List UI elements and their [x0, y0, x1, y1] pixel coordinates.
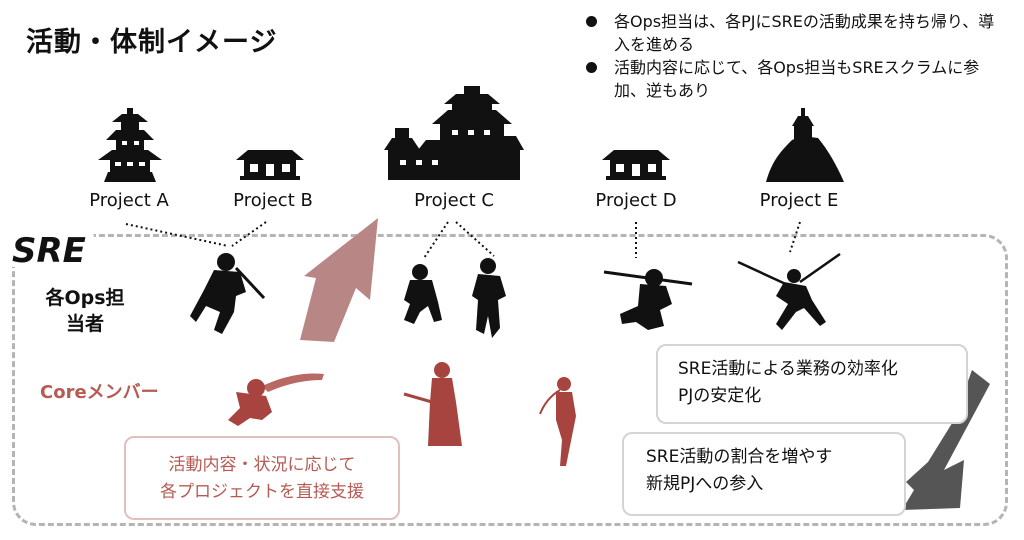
connector-line	[455, 221, 495, 257]
bullet-dot-icon	[586, 16, 597, 27]
ninja-icon	[190, 253, 266, 334]
core-ninjas	[228, 362, 576, 466]
ops-member-label: 各Ops担当者	[45, 287, 125, 335]
project-a-label: Project A	[89, 190, 169, 211]
project-e-label: Project E	[759, 190, 839, 211]
ninja-icon	[603, 269, 693, 330]
efficiency-box: SRE活動による業務の効率化 PJの安定化	[656, 344, 968, 424]
connector-line	[125, 223, 229, 247]
sre-logo-text: SRE	[12, 231, 86, 271]
sre-logo: SRE	[8, 225, 98, 275]
ninja-icon	[539, 377, 576, 466]
ninja-icon	[404, 264, 442, 324]
ninja-icon	[737, 252, 841, 330]
castle-icon	[384, 86, 524, 180]
sre-logo-mark: SRE	[8, 231, 94, 271]
note-item: 活動内容に応じて、各Ops担当もSREスクラムに参加、逆もあり	[584, 56, 1004, 102]
sre-ratio-box: SRE活動の割合を増やす 新規PJへの参入	[622, 432, 906, 516]
project-c-label: Project C	[414, 190, 494, 211]
page-title: 活動・体制イメージ	[26, 27, 278, 58]
note-item: 各Ops担当は、各PJにSREの活動成果を持ち帰り、導入を進める	[584, 10, 1004, 56]
arrow-down-icon	[902, 370, 990, 510]
ninja-icon	[228, 373, 324, 426]
arrow-up-icon	[300, 218, 378, 342]
bullet-dot-icon	[586, 62, 597, 73]
connector-lines	[125, 221, 801, 259]
project-b-label: Project B	[233, 190, 313, 211]
ops-ninjas	[190, 252, 841, 338]
gate-icon	[236, 150, 304, 180]
core-member-label: Coreメンバー	[40, 382, 159, 403]
gate-icon	[602, 150, 670, 180]
ninja-icon	[472, 258, 506, 338]
sre-frame	[12, 234, 1008, 526]
connector-line	[423, 221, 449, 259]
connector-line	[231, 221, 267, 247]
ninja-icon	[403, 362, 462, 446]
castle-icon	[766, 108, 844, 182]
project-d-label: Project D	[595, 190, 677, 211]
direct-support-box: 活動内容・状況に応じて 各プロジェクトを直接支援	[124, 436, 400, 520]
notes-list: 各Ops担当は、各PJにSREの活動成果を持ち帰り、導入を進める 活動内容に応じ…	[584, 10, 1004, 102]
connector-line	[789, 221, 801, 253]
castle-icon	[98, 108, 162, 182]
